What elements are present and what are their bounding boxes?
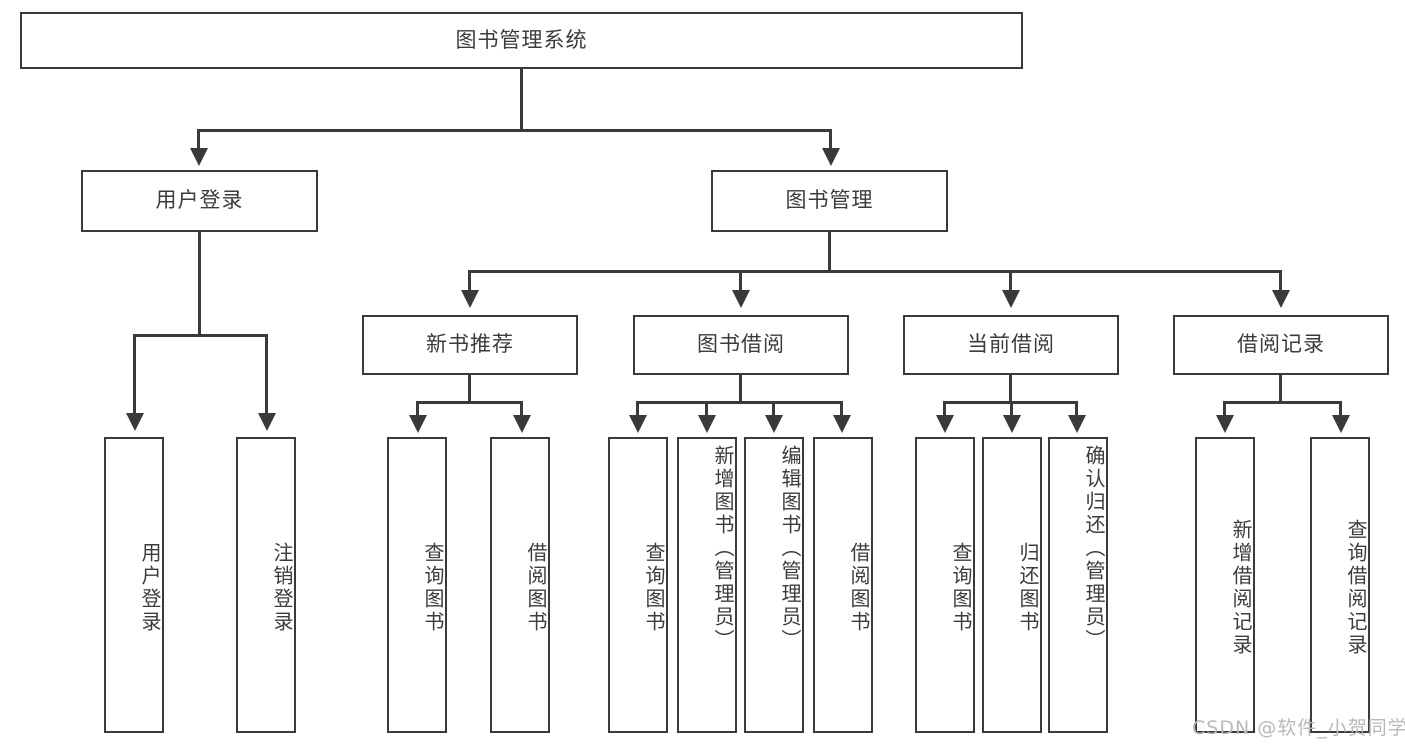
- node-new-book-recommend[interactable]: 新书推荐: [362, 315, 578, 375]
- connector-current-borrow-bus: [943, 401, 1075, 404]
- connector-level3-drop-1: [468, 270, 471, 292]
- node-label: 归还图书: [1016, 542, 1040, 634]
- leaf-query-book-recommend[interactable]: 查询图书: [387, 437, 447, 733]
- arrow-to-leaf-query-book-3: [936, 415, 954, 433]
- leaf-logout[interactable]: 注销登录: [236, 437, 296, 733]
- node-user-login[interactable]: 用户登录: [81, 170, 318, 232]
- arrow-to-leaf-add-book: [698, 415, 716, 433]
- arrow-to-book-management: [822, 148, 840, 166]
- arrow-to-leaf-add-record: [1216, 415, 1234, 433]
- node-book-management[interactable]: 图书管理: [711, 170, 948, 232]
- arrow-to-new-book-recommend: [461, 290, 479, 308]
- connector-current-borrow-drop-1: [943, 401, 946, 417]
- node-label: 编辑图书（管理员）: [778, 445, 802, 652]
- connector-root-stem: [520, 69, 523, 131]
- leaf-borrow-book-recommend[interactable]: 借阅图书: [490, 437, 550, 733]
- leaf-confirm-return[interactable]: 确认归还（管理员）: [1048, 437, 1108, 733]
- node-book-borrow[interactable]: 图书借阅: [633, 315, 849, 375]
- node-borrow-record[interactable]: 借阅记录: [1173, 315, 1389, 375]
- connector-new-book-drop-2: [520, 401, 523, 417]
- connector-current-borrow-stem: [1009, 375, 1012, 403]
- connector-book-management-stem: [828, 232, 831, 272]
- arrow-to-leaf-query-book-2: [629, 415, 647, 433]
- connector-borrow-record-drop-2: [1339, 401, 1342, 417]
- node-label: 新增图书（管理员）: [711, 445, 735, 652]
- connector-level3-drop-2: [739, 270, 742, 292]
- leaf-query-book-current[interactable]: 查询图书: [915, 437, 975, 733]
- connector-book-borrow-drop-2: [705, 401, 708, 417]
- connector-level3-drop-4: [1279, 270, 1282, 292]
- connector-level2-drop-1: [197, 129, 200, 151]
- connector-user-login-stem: [198, 232, 201, 336]
- node-label: 查询借阅记录: [1344, 519, 1368, 657]
- connector-current-borrow-drop-3: [1075, 401, 1078, 417]
- node-label: 当前借阅: [967, 332, 1055, 357]
- node-label: 借阅图书: [847, 542, 871, 634]
- node-label: 图书借阅: [697, 332, 785, 357]
- node-label: 用户登录: [155, 188, 244, 213]
- leaf-add-book[interactable]: 新增图书（管理员）: [677, 437, 737, 733]
- arrow-to-leaf-confirm-return: [1068, 415, 1086, 433]
- connector-book-borrow-stem: [739, 375, 742, 403]
- node-label: 用户登录: [138, 542, 162, 634]
- arrow-to-book-borrow: [732, 290, 750, 308]
- arrow-to-leaf-user-login: [126, 413, 144, 431]
- arrow-to-leaf-borrow-book-2: [833, 415, 851, 433]
- connector-borrow-record-drop-1: [1223, 401, 1226, 417]
- node-label: 查询图书: [642, 542, 666, 634]
- arrow-to-leaf-edit-book: [765, 415, 783, 433]
- node-label: 查询图书: [421, 542, 445, 634]
- connector-book-borrow-bus: [636, 401, 843, 404]
- leaf-user-login[interactable]: 用户登录: [104, 437, 164, 733]
- arrow-to-user-login: [190, 148, 208, 166]
- node-label: 新书推荐: [426, 332, 514, 357]
- node-label: 确认归还（管理员）: [1082, 445, 1106, 652]
- leaf-query-book-borrow[interactable]: 查询图书: [608, 437, 668, 733]
- connector-book-borrow-drop-1: [636, 401, 639, 417]
- connector-new-book-drop-1: [416, 401, 419, 417]
- node-label: 注销登录: [270, 542, 294, 634]
- node-root-system[interactable]: 图书管理系统: [20, 12, 1023, 69]
- connector-book-borrow-drop-4: [840, 401, 843, 417]
- leaf-add-borrow-record[interactable]: 新增借阅记录: [1195, 437, 1255, 733]
- connector-new-book-stem: [468, 375, 471, 403]
- arrow-to-leaf-logout: [258, 413, 276, 431]
- leaf-borrow-book[interactable]: 借阅图书: [813, 437, 873, 733]
- leaf-return-book[interactable]: 归还图书: [982, 437, 1042, 733]
- connector-current-borrow-drop-2: [1010, 401, 1013, 417]
- connector-new-book-bus: [416, 401, 523, 404]
- arrow-to-leaf-return-book: [1003, 415, 1021, 433]
- arrow-to-leaf-query-record: [1332, 415, 1350, 433]
- node-label: 查询图书: [949, 542, 973, 634]
- connector-level3-drop-3: [1009, 270, 1012, 292]
- connector-borrow-record-bus: [1223, 401, 1342, 404]
- csdn-watermark: CSDN @软件_小贺同学: [1192, 717, 1405, 739]
- arrow-to-current-borrow: [1002, 290, 1020, 308]
- connector-user-login-bus: [133, 334, 268, 337]
- connector-level2-bus: [197, 129, 832, 132]
- connector-user-login-drop-1: [133, 334, 136, 416]
- node-current-borrow[interactable]: 当前借阅: [903, 315, 1119, 375]
- arrow-to-leaf-borrow-book-1: [513, 415, 531, 433]
- node-label: 新增借阅记录: [1229, 519, 1253, 657]
- connector-level3-bus: [468, 270, 1280, 273]
- leaf-query-borrow-record[interactable]: 查询借阅记录: [1310, 437, 1370, 733]
- node-label: 图书管理系统: [455, 27, 588, 52]
- arrow-to-leaf-query-book-1: [409, 415, 427, 433]
- connector-level2-drop-2: [829, 129, 832, 151]
- connector-borrow-record-stem: [1279, 375, 1282, 403]
- connector-book-borrow-drop-3: [772, 401, 775, 417]
- connector-user-login-drop-2: [265, 334, 268, 416]
- arrow-to-borrow-record: [1272, 290, 1290, 308]
- node-label: 图书管理: [785, 188, 874, 213]
- node-label: 借阅图书: [524, 542, 548, 634]
- leaf-edit-book[interactable]: 编辑图书（管理员）: [744, 437, 804, 733]
- node-label: 借阅记录: [1237, 332, 1325, 357]
